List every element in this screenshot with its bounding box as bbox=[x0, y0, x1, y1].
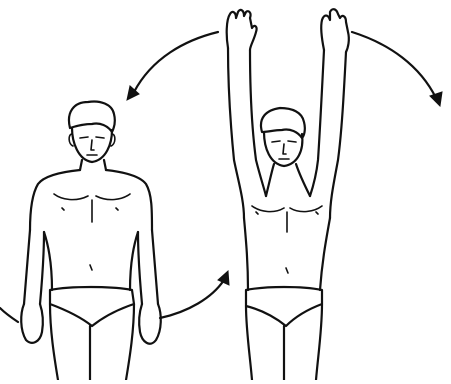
figure-arms-down bbox=[21, 102, 161, 381]
hair bbox=[69, 102, 115, 133]
left-hand bbox=[227, 10, 257, 50]
figure-arms-raised bbox=[227, 9, 349, 380]
briefs-raised bbox=[246, 287, 322, 326]
hair-raised bbox=[261, 108, 305, 138]
arrow-top-left bbox=[127, 32, 218, 100]
arrow-top-right bbox=[352, 32, 442, 106]
arrow-bottom-right bbox=[160, 271, 229, 318]
arrow-bottom-left bbox=[0, 308, 18, 322]
briefs bbox=[50, 287, 134, 326]
right-hand bbox=[321, 9, 349, 52]
